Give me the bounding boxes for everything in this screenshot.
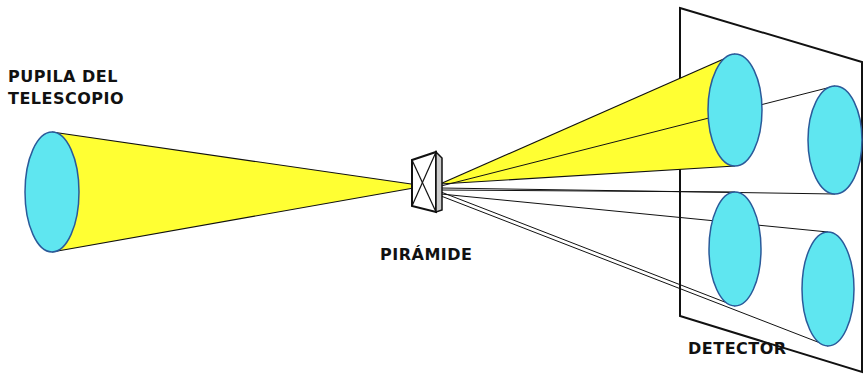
pupil-image <box>802 232 854 346</box>
detector-label: DETECTOR <box>688 338 787 360</box>
ray-line <box>440 54 735 184</box>
pyramid-prism <box>412 152 442 212</box>
pupil-image <box>709 192 761 306</box>
light-cone <box>52 132 425 252</box>
light-cone <box>440 54 735 184</box>
pupil-image <box>708 54 762 166</box>
pupil-ellipse <box>25 132 79 252</box>
pyramid-label: PIRÁMIDE <box>380 244 472 266</box>
pupil-image <box>808 86 862 194</box>
pupil-label: PUPILA DEL TELESCOPIO <box>8 66 138 110</box>
ray-line <box>52 186 425 252</box>
ray-line <box>52 132 425 186</box>
ray-lines <box>441 86 835 346</box>
detector-plate <box>680 8 862 372</box>
